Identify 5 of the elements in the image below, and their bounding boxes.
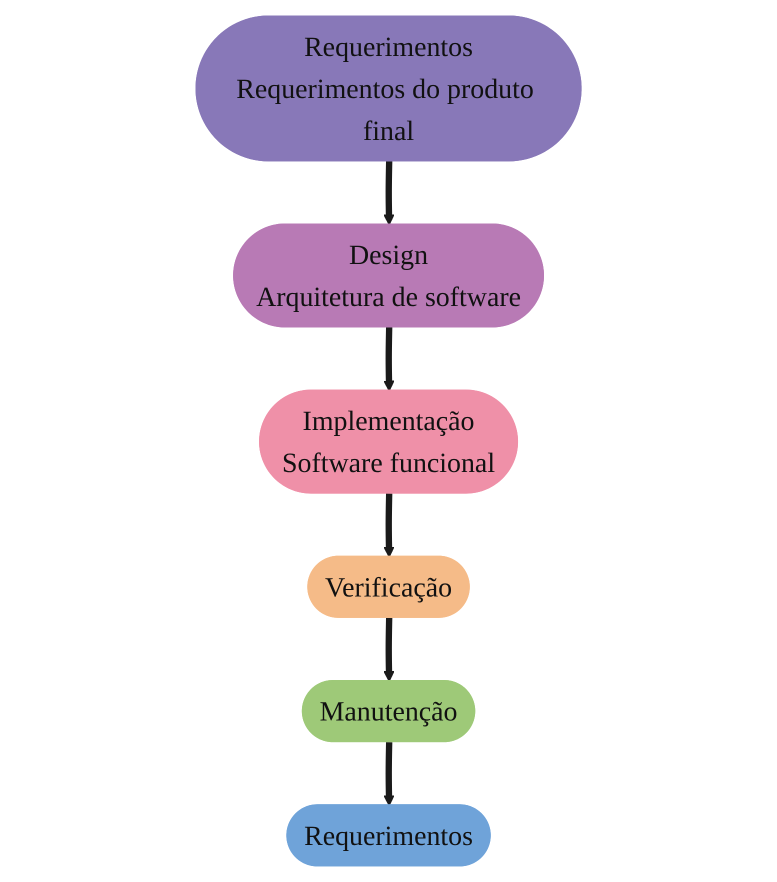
arrow [383,161,395,226]
arrow [383,327,395,392]
arrow [383,618,395,682]
arrow [383,494,395,558]
arrow [383,742,395,806]
